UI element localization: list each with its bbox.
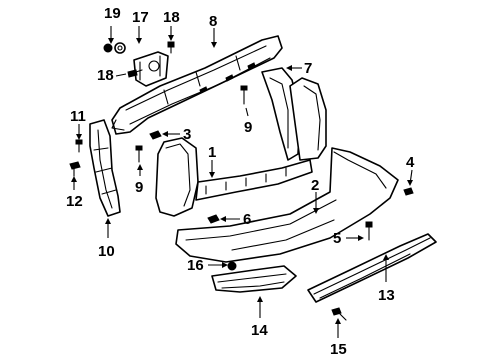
clip-part-12 [69,161,81,177]
bolt-part-18-upper [167,41,175,54]
callout-18-upper: 18 [163,9,180,26]
callout-16: 16 [187,257,204,274]
absorber-part-1 [155,137,313,217]
clip-part-3 [149,130,162,140]
callout-14: 14 [251,322,268,339]
callout-7: 7 [304,60,312,77]
callout-9-lower: 9 [135,179,143,196]
bolt-part-9-lower [135,145,143,163]
callout-13: 13 [378,287,395,304]
callout-17: 17 [132,9,149,26]
nut-part-19 [103,42,126,54]
callout-19: 19 [104,5,121,22]
callout-12: 12 [66,193,83,210]
callout-5: 5 [333,230,341,247]
molding-part-14 [211,265,297,293]
callout-10: 10 [98,243,115,260]
callout-8: 8 [209,13,217,30]
callout-labels: 19 17 18 8 18 7 11 9 3 1 4 12 9 2 6 5 10… [66,5,415,358]
callout-2: 2 [311,177,319,194]
clip-part-6 [207,214,220,224]
callout-4: 4 [406,154,415,171]
bolt-part-18-lower [127,69,143,78]
screw-part-11 [75,139,83,153]
clip-part-4 [403,187,414,196]
callout-9-upper: 9 [244,119,252,136]
callout-6: 6 [243,211,251,228]
callout-15: 15 [330,341,347,358]
bolt-part-5 [365,221,373,241]
step-pad-part-13 [307,233,437,303]
screw-part-15 [331,307,347,321]
fascia-part-2 [175,147,399,263]
bolt-part-9-upper [240,85,248,105]
callout-11: 11 [70,108,86,125]
callout-18-lower: 18 [97,67,114,84]
callout-3: 3 [183,126,191,143]
bracket-part-17 [133,51,169,87]
impact-bar-part-8 [111,35,283,135]
retainer-part-10 [89,119,121,217]
leader-lines [71,26,413,338]
absorber-part-7 [261,67,327,161]
callout-1: 1 [208,144,216,161]
clip-part-16 [227,261,237,271]
